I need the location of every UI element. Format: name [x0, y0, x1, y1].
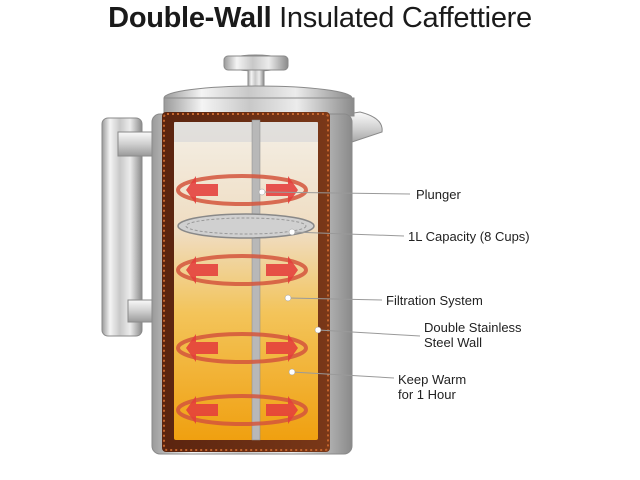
lid [163, 85, 355, 117]
leader-dots [258, 188, 322, 376]
leader-wall [317, 329, 421, 337]
heat-arrow [266, 176, 298, 204]
label-filtration: Filtration System [386, 293, 483, 308]
leader-plunger [261, 191, 411, 195]
title-rest: Insulated Caffettiere [279, 2, 532, 34]
heat-arrow [186, 334, 218, 362]
heat-ring [176, 254, 308, 286]
heat-ring [176, 174, 308, 206]
heat-rings [176, 174, 308, 426]
label-warm: Keep Warm for 1 Hour [398, 372, 466, 402]
leader-warm [291, 371, 395, 379]
plunger-rod [251, 119, 261, 441]
label-wall-line1: Double Stainless [424, 320, 522, 335]
filter-mesh [177, 213, 315, 239]
label-capacity: 1L Capacity (8 Cups) [408, 229, 530, 244]
label-plunger: Plunger [416, 187, 461, 202]
title-bold: Double-Wall [108, 2, 272, 34]
heat-arrow [186, 176, 218, 204]
heat-arrow [266, 256, 298, 284]
heat-ring [176, 394, 308, 426]
heat-arrow [266, 396, 298, 424]
heat-arrow [186, 256, 218, 284]
leader-lines [261, 191, 421, 379]
label-warm-line2: for 1 Hour [398, 387, 456, 402]
page-title: Double-Wall Insulated Caffettiere [0, 2, 640, 35]
heat-ring [176, 332, 308, 364]
label-wall: Double Stainless Steel Wall [424, 320, 522, 350]
label-filtration-line1: Filtration System [386, 293, 483, 308]
label-plunger-line1: Plunger [416, 187, 461, 202]
heat-arrow [266, 334, 298, 362]
label-wall-line2: Steel Wall [424, 335, 483, 350]
heat-arrow [186, 396, 218, 424]
leader-capacity [291, 231, 405, 237]
leader-filtration [287, 297, 383, 301]
label-capacity-line1: 1L Capacity (8 Cups) [408, 229, 530, 244]
label-warm-line1: Keep Warm [398, 372, 467, 387]
